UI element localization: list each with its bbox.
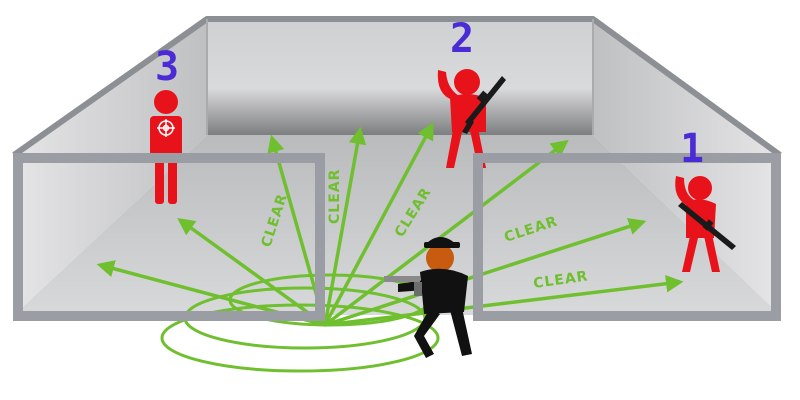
arrow-right	[324, 217, 647, 327]
arrow-center-right	[323, 121, 434, 326]
target-number-1: 1	[680, 126, 704, 172]
target-2-figure	[437, 69, 486, 168]
target-number-3: 3	[155, 44, 179, 90]
svg-text:3: 3	[155, 44, 179, 90]
arrow-right-low	[324, 274, 684, 327]
crosshair-icon	[157, 119, 175, 137]
svg-text:1: 1	[680, 126, 704, 172]
arrow-center	[323, 126, 367, 326]
clear-label-2: CLEAR	[327, 169, 343, 224]
svg-text:2: 2	[450, 16, 474, 62]
operator-figure	[398, 237, 472, 358]
front-wall-right-frame	[473, 153, 781, 321]
front-wall-left-frame	[13, 153, 325, 321]
back-wall	[207, 19, 593, 135]
rifle-icon-target-2	[462, 76, 506, 134]
front-wall-frames	[13, 153, 781, 321]
floor	[14, 135, 780, 315]
arrow-left	[177, 217, 327, 327]
arrow-right-high	[323, 139, 569, 327]
target-number-2: 2	[450, 16, 474, 62]
room-top-outline	[12, 16, 782, 158]
operator-rifle-icon	[384, 276, 422, 296]
target-3-figure	[150, 90, 182, 204]
clear-label-5: CLEAR	[532, 268, 589, 292]
right-wall	[593, 19, 780, 315]
rifle-icon-target-1	[678, 202, 736, 250]
